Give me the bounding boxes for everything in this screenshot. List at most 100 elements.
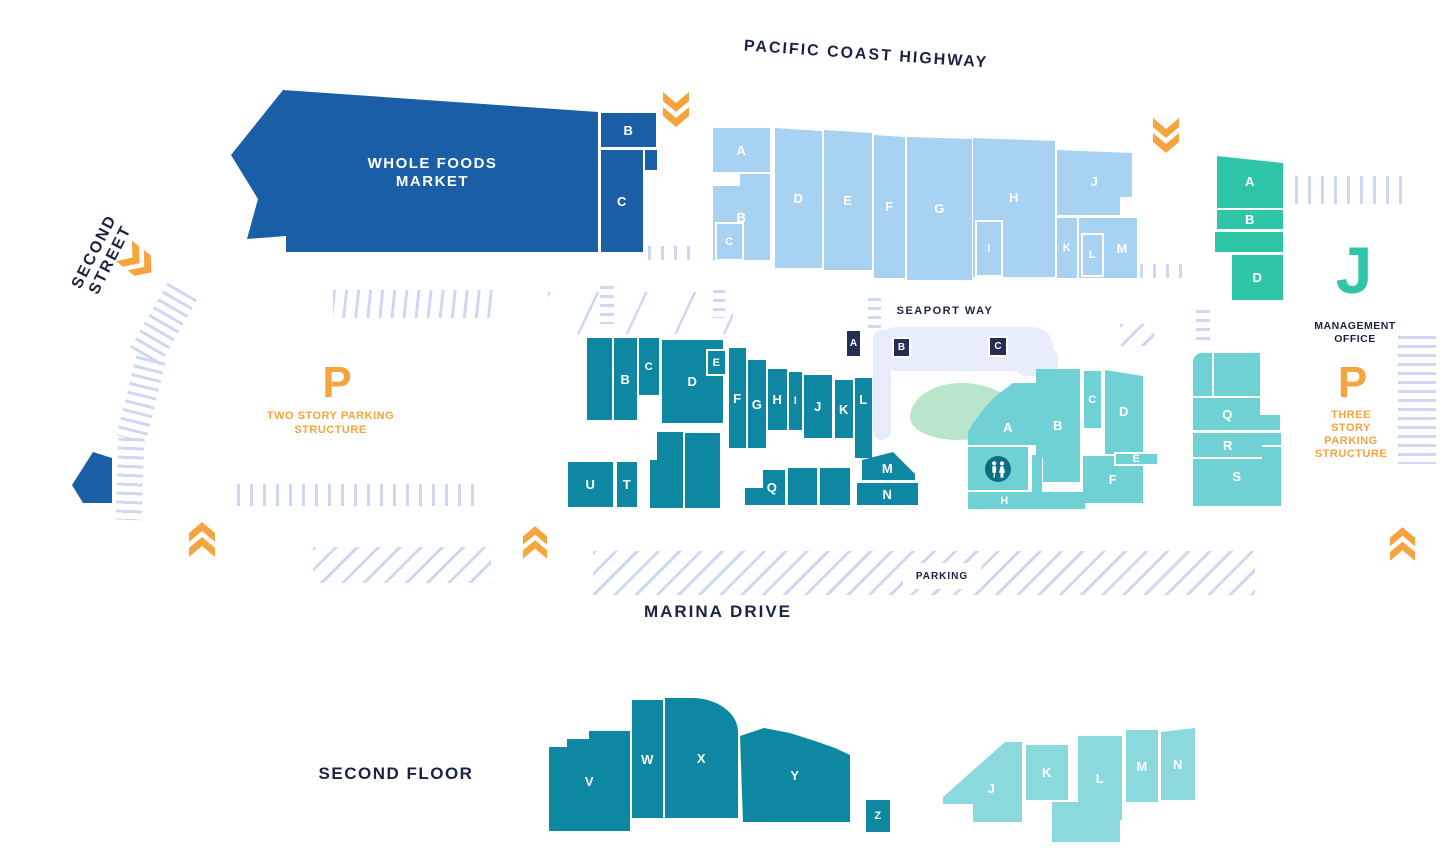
building-north-k[interactable]: K	[1057, 218, 1077, 278]
kiosk-c[interactable]: C	[988, 336, 1008, 357]
building-anchor-annex[interactable]	[645, 150, 657, 170]
chevron-down-icon	[662, 92, 690, 133]
building-floor2-z[interactable]: Z	[866, 800, 890, 832]
building-north-f[interactable]: F	[874, 135, 905, 278]
two-story-parking-label: TWO STORY PARKING STRUCTURE	[258, 409, 403, 437]
building-green-strip[interactable]	[1215, 232, 1283, 252]
chevron-downright-icon	[115, 240, 165, 287]
building-se-d[interactable]: D	[1105, 370, 1143, 454]
building-center-k[interactable]: K	[835, 380, 853, 438]
building-monument[interactable]	[72, 452, 112, 503]
three-story-parking-symbol: P	[1337, 358, 1368, 407]
building-se-h[interactable]: H	[968, 492, 1085, 509]
building-floor2-w[interactable]: W	[632, 700, 663, 818]
building-floor2-j[interactable]: J	[943, 742, 1022, 822]
building-floor2-y[interactable]: Y	[740, 728, 850, 822]
building-floor2-m[interactable]: M	[1126, 730, 1158, 802]
parking-row	[1140, 264, 1186, 278]
building-qrs-q[interactable]: Q	[1193, 398, 1280, 430]
three-story-parking-line2: STORY	[1331, 422, 1371, 434]
chevron-up-icon	[1389, 521, 1416, 561]
building-north-e[interactable]: E	[824, 130, 872, 270]
building-se-e[interactable]: E	[1114, 452, 1159, 466]
building-qrs-top-2[interactable]	[1214, 353, 1260, 396]
building-north-g[interactable]: G	[907, 137, 972, 280]
building-floor2-l[interactable]: L	[1078, 736, 1122, 820]
parking-row-curved	[128, 282, 198, 368]
building-center-unlabeled-2[interactable]	[820, 468, 850, 505]
building-center-f[interactable]: F	[729, 348, 746, 448]
building-floor2-n[interactable]: N	[1161, 728, 1195, 800]
parking-row	[1398, 336, 1436, 464]
three-story-parking-line1: THREE	[1331, 409, 1371, 421]
building-se-b[interactable]: B	[1036, 369, 1080, 482]
street-marina-drive: MARINA DRIVE	[643, 602, 793, 621]
building-center-g[interactable]: G	[748, 360, 766, 448]
building-center-j[interactable]: J	[804, 375, 832, 438]
management-office-line2: OFFICE	[1334, 333, 1376, 345]
building-floor2-k[interactable]: K	[1026, 745, 1068, 800]
building-north-a[interactable]: A	[713, 128, 770, 172]
restroom-icon	[985, 455, 1011, 482]
parking-row-curved	[115, 437, 145, 521]
chevron-up-icon	[188, 516, 216, 557]
three-story-parking-label: THREE STORY PARKING STRUCTURE	[1301, 409, 1401, 461]
street-seaport-way: SEAPORT WAY	[896, 305, 994, 317]
building-north-c[interactable]: C	[715, 222, 744, 261]
building-se-connector[interactable]	[1032, 455, 1042, 505]
building-north-l[interactable]: L	[1081, 233, 1104, 277]
building-green-b[interactable]: B	[1217, 210, 1283, 229]
building-center-c[interactable]: C	[639, 338, 659, 395]
chevron-up-icon	[522, 520, 548, 559]
building-center-block-east[interactable]	[685, 433, 720, 508]
building-center-i[interactable]: I	[789, 372, 802, 430]
building-center-l[interactable]: L	[855, 378, 872, 458]
building-floor2-v[interactable]: V	[549, 731, 630, 831]
building-qrs-top-1[interactable]	[1193, 353, 1212, 396]
building-anchor-b[interactable]: B	[601, 113, 656, 147]
building-green-a[interactable]: A	[1217, 156, 1283, 208]
building-center-t[interactable]: T	[617, 462, 637, 507]
whole-foods-label: WHOLE FOODS MARKET	[325, 155, 540, 191]
parking-label-box: PARKING	[903, 563, 981, 589]
building-floor2-x[interactable]: X	[665, 698, 738, 818]
parking-label: PARKING	[915, 570, 969, 582]
management-office-line1: MANAGEMENT	[1314, 320, 1396, 332]
parking-marks	[548, 292, 733, 334]
parking-row	[237, 484, 480, 506]
two-story-parking-symbol: P	[322, 358, 352, 407]
building-anchor-c[interactable]: C	[601, 150, 643, 252]
building-se-restroom[interactable]	[968, 447, 1028, 490]
two-story-parking-line2: STRUCTURE	[294, 424, 367, 436]
building-center-block-west[interactable]	[650, 432, 683, 508]
building-center-u[interactable]: U	[568, 462, 613, 507]
building-north-d[interactable]: D	[775, 128, 822, 268]
building-center-n[interactable]: N	[857, 483, 918, 505]
building-center-bar[interactable]	[587, 338, 612, 420]
building-management-office-j[interactable]: J	[1335, 233, 1373, 307]
parking-row	[1295, 176, 1407, 204]
parking-row	[648, 246, 698, 260]
whole-foods-line1: WHOLE FOODS	[367, 155, 498, 172]
building-north-i[interactable]: I	[975, 220, 1003, 277]
parking-row	[313, 547, 491, 583]
building-center-unlabeled-1[interactable]	[788, 468, 817, 505]
building-green-d[interactable]: D	[1232, 255, 1283, 300]
parking-row-curved	[116, 355, 166, 443]
building-north-j[interactable]: J	[1057, 150, 1132, 215]
parking-row	[1120, 324, 1154, 346]
building-center-q[interactable]: Q	[745, 470, 785, 505]
building-whole-foods[interactable]: WHOLE FOODS MARKET	[231, 90, 598, 252]
building-center-h[interactable]: H	[768, 369, 787, 430]
street-pacific-coast-highway: PACIFIC COAST HIGHWAY	[743, 37, 989, 72]
building-center-e[interactable]: E	[706, 349, 727, 376]
kiosk-b[interactable]: B	[892, 337, 911, 358]
parking-row	[333, 290, 493, 318]
building-se-c[interactable]: C	[1082, 369, 1103, 430]
kiosk-a[interactable]: A	[845, 329, 862, 358]
three-story-parking-line4: STRUCTURE	[1314, 448, 1388, 460]
building-center-b[interactable]: B	[614, 338, 637, 420]
second-floor-label: SECOND FLOOR	[318, 764, 474, 783]
three-story-parking-line3: PARKING	[1324, 435, 1378, 447]
